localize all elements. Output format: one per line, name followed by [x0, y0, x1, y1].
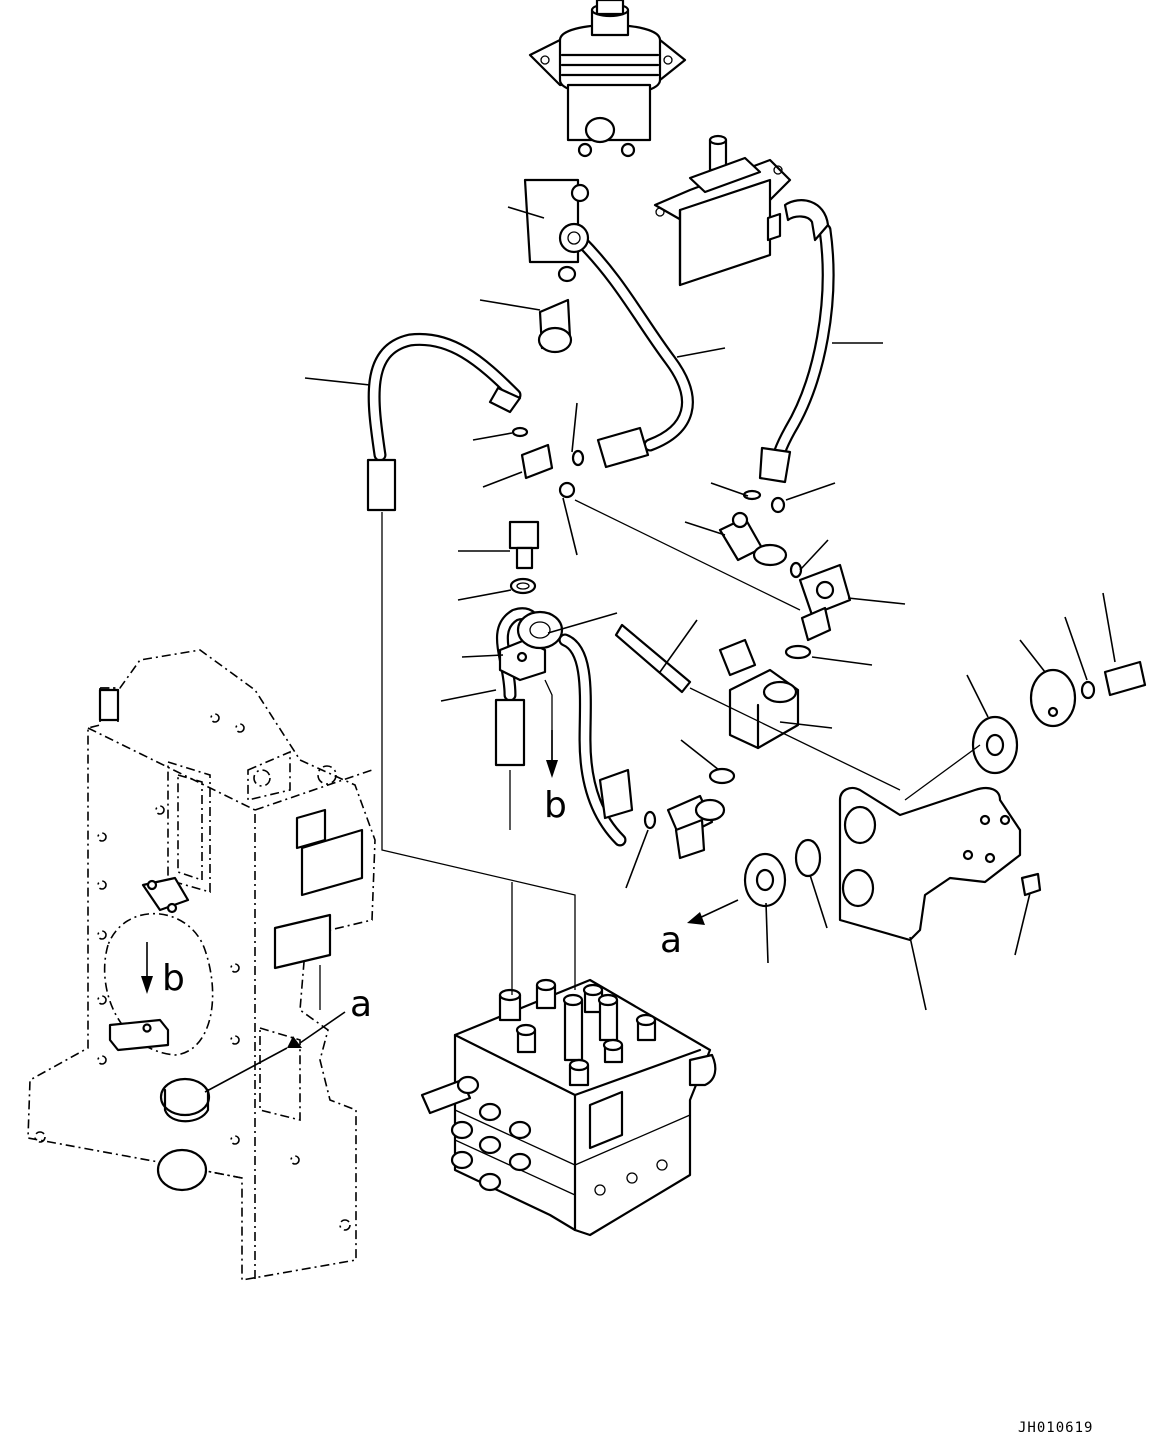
hose-upper-center — [573, 233, 694, 469]
hose-upper-right — [758, 199, 835, 484]
bolt-washer-stack — [508, 520, 540, 595]
lower-connectors — [643, 767, 736, 860]
plate-fitting — [523, 178, 590, 283]
hose-middle-right — [558, 633, 634, 847]
elbow-fitting-top — [537, 298, 573, 354]
callout-a-bracket: a — [660, 920, 682, 961]
pilot-valve-upper — [528, 0, 687, 158]
shuttle-valve — [718, 638, 800, 750]
frame-bracket — [27, 649, 376, 1281]
connectors-center — [511, 426, 585, 499]
long-bolt — [614, 623, 692, 694]
arrow-a-frame — [204, 1011, 346, 1093]
arrow-a-bracket — [687, 899, 739, 925]
callout-b-center: b — [544, 785, 567, 826]
clamp-block — [498, 610, 564, 682]
arrow-b-center — [546, 730, 558, 778]
callout-b-frame: b — [162, 958, 185, 999]
washers-right — [743, 660, 1147, 908]
hose-upper-left — [366, 332, 522, 512]
arrow-b-frame — [141, 942, 153, 994]
valve-side-fittings — [420, 1075, 532, 1192]
drawing-number: JH010619 — [1018, 1420, 1093, 1436]
callout-a-frame: a — [350, 984, 372, 1025]
pilot-valve-right — [653, 134, 792, 287]
valve-top-fittings — [498, 978, 657, 1087]
mounting-bracket — [838, 786, 1042, 942]
control-valve-block — [420, 978, 717, 1237]
right-connectors — [718, 489, 852, 660]
leader-lines — [304, 206, 1116, 1011]
